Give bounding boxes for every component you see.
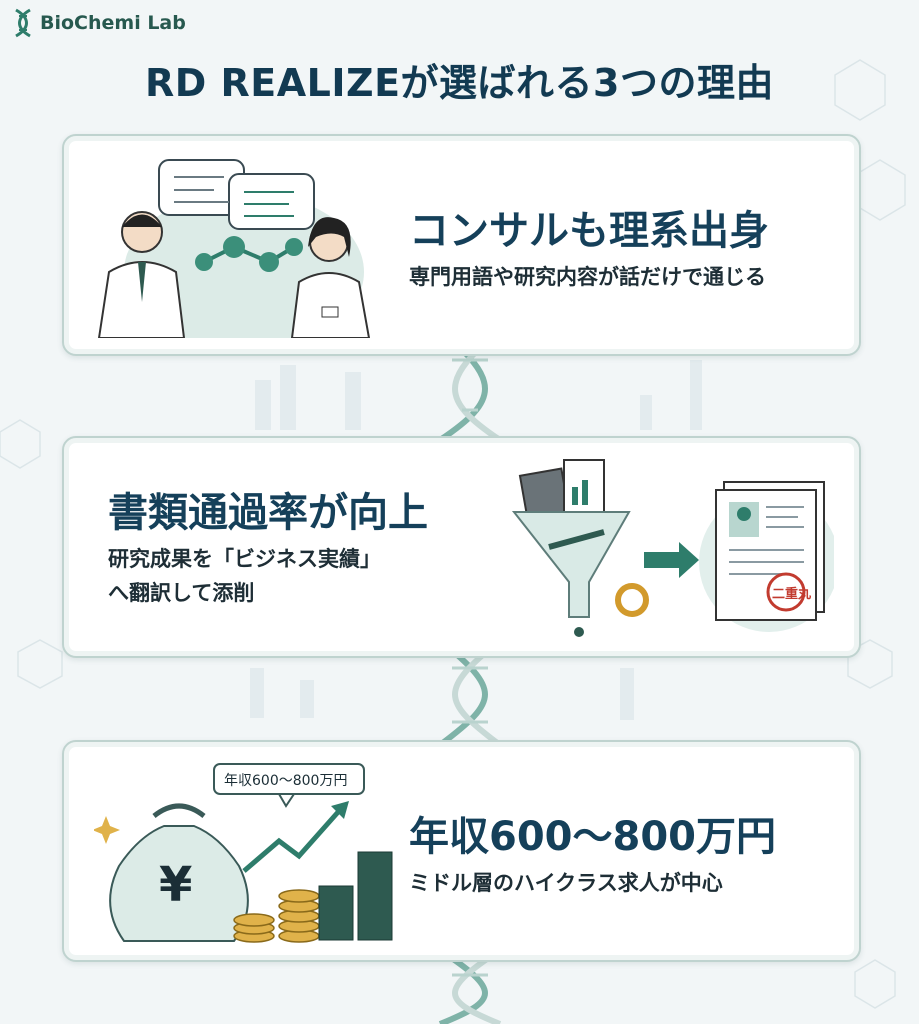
reason-3-subtext: ミドル層のハイクラス求人が中心 <box>409 871 723 895</box>
page-title: RD REALIZEが選ばれる3つの理由 <box>145 61 774 105</box>
reason-1-heading: コンサルも理系出身 <box>409 208 769 254</box>
salary-badge-text: 年収600〜800万円 <box>224 773 347 789</box>
brand-logo: BioChemi Lab <box>12 8 186 38</box>
reason-card-2: 書類通過率が向上 研究成果を「ビジネス実績」 へ翻訳して添削 二重丸 <box>62 436 861 658</box>
reason-1-subtext: 専門用語や研究内容が話だけで通じる <box>409 265 766 289</box>
brand-name: BioChemi Lab <box>40 12 186 34</box>
reason-2-subtext-line-2: へ翻訳して添削 <box>108 581 255 605</box>
dna-icon <box>15 8 31 38</box>
reason-3-heading: 年収600〜800万円 <box>409 814 776 860</box>
document-funnel-illustration: 二重丸 <box>511 459 834 637</box>
yen-symbol: ¥ <box>159 857 192 913</box>
consultants-illustration <box>97 159 371 338</box>
reason-2-heading: 書類通過率が向上 <box>108 490 428 536</box>
stamp-text: 二重丸 <box>772 586 812 602</box>
reason-card-1: コンサルも理系出身 専門用語や研究内容が話だけで通じる <box>62 134 861 356</box>
reason-card-3: ¥ 年収600〜800万円 年収600〜800万円 ミドル層のハイクラス求人が中… <box>62 740 861 962</box>
reason-2-subtext-line-1: 研究成果を「ビジネス実績」 <box>108 547 381 571</box>
money-growth-illustration: ¥ 年収600〜800万円 <box>94 763 393 943</box>
